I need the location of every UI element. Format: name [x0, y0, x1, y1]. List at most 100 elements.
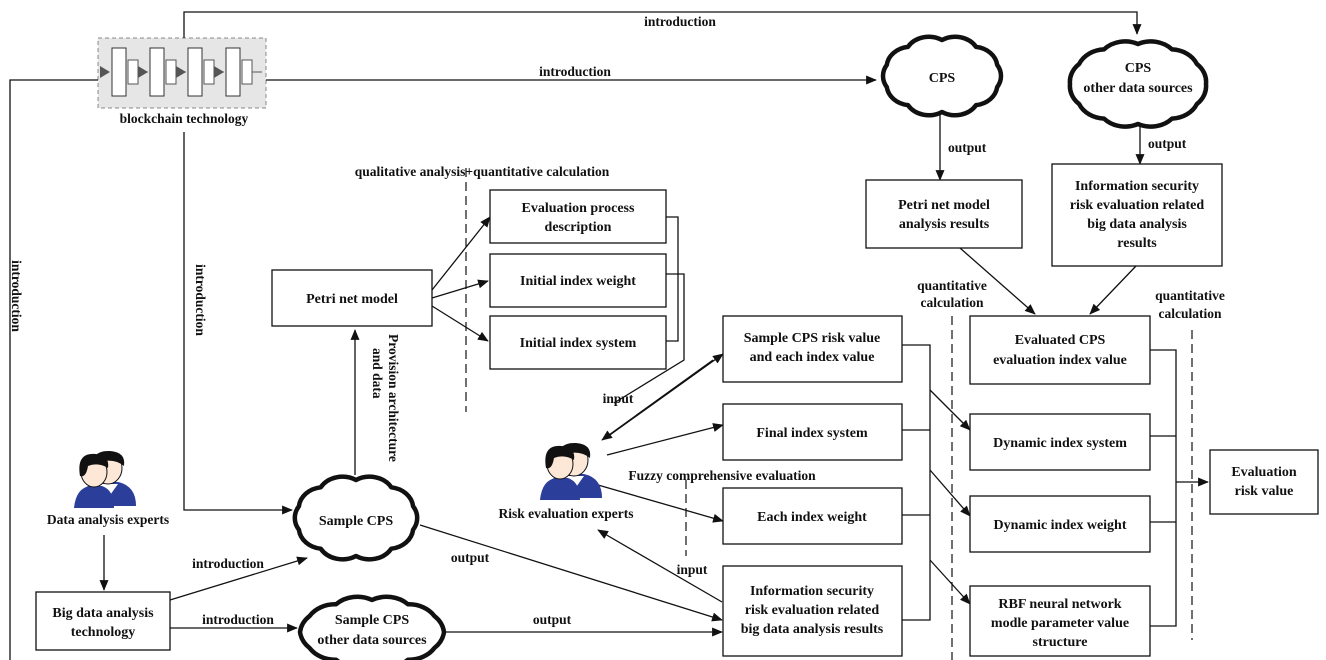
edge-petri-init-weight [431, 279, 489, 299]
svg-text:evaluation index value: evaluation index value [993, 353, 1127, 368]
box-eval-risk: Evaluation risk value [1209, 449, 1319, 515]
edge-to-dyn-system [929, 389, 971, 431]
risk-experts-label: Risk evaluation experts [499, 506, 634, 521]
box-info-sec-top: Information security risk evaluation rel… [1051, 163, 1223, 267]
edge-to-rbf [929, 559, 971, 605]
svg-text:results: results [1117, 236, 1157, 251]
svg-text:Initial index weight: Initial index weight [520, 274, 636, 289]
svg-text:modle parameter value: modle parameter value [991, 616, 1129, 631]
edge-intro-mid [183, 132, 293, 515]
box-rbf: RBF neural network modle parameter value… [969, 585, 1151, 657]
edge-merge-b [613, 273, 685, 404]
edge-evaluated-merge [1150, 349, 1177, 627]
cloud-cps-label: CPS [929, 71, 956, 86]
box-eval-process: Evaluation process description [489, 189, 667, 244]
box-init-weight: Initial index weight [489, 253, 667, 308]
edge-intro-left [9, 79, 98, 660]
box-petri-results: Petri net model analysis results [865, 179, 1023, 249]
svg-text:and each index value: and each index value [750, 350, 875, 365]
svg-text:Evaluation: Evaluation [1231, 465, 1297, 480]
svg-text:Information security: Information security [750, 584, 874, 599]
svg-text:Information security: Information security [1075, 179, 1199, 194]
svg-text:Petri net model: Petri net model [306, 292, 398, 307]
edge-petri-init-system [431, 305, 489, 342]
label-qual-quant: qualitative analysis+quantitative calcul… [355, 164, 610, 179]
svg-text:Dynamic index weight: Dynamic index weight [994, 518, 1127, 533]
edge-expert-final [606, 423, 724, 456]
cloud-cps: CPS [880, 34, 1004, 118]
edge-output-sample-cps [419, 524, 723, 622]
box-evaluated-cps: Evaluated CPS evaluation index value [969, 315, 1151, 385]
dashed-separators [465, 168, 1193, 660]
svg-text:Dynamic index system: Dynamic index system [993, 436, 1127, 451]
svg-text:description: description [545, 220, 612, 235]
edges [9, 11, 1209, 660]
label-provision-2: and data [370, 348, 385, 399]
svg-text:big data analysis results: big data analysis results [741, 622, 884, 637]
edge-sample-risk-merge [902, 344, 931, 621]
svg-text:Each index weight: Each index weight [757, 510, 867, 525]
svg-text:risk value: risk value [1235, 484, 1294, 499]
label-intro-top: introduction [644, 14, 716, 29]
box-init-system: Initial index system [489, 315, 667, 370]
blockchain-caption: blockchain technology [120, 111, 249, 126]
label-quant-1-line2: calculation [921, 295, 984, 310]
label-output-cps: output [948, 140, 987, 155]
label-input-upper: input [603, 391, 634, 406]
label-output-sample-other: output [533, 612, 572, 627]
cloud-sample-cps: Sample CPS [292, 474, 420, 562]
label-quant-2-line1: quantitative [1155, 288, 1225, 303]
cloud-sample-other-label-2: other data sources [317, 633, 427, 648]
edge-info-sec-top [1089, 265, 1137, 315]
cloud-sample-other: Sample CPS other data sources [297, 594, 447, 660]
box-final-system: Final index system [722, 403, 903, 461]
svg-text:Evaluated CPS: Evaluated CPS [1015, 333, 1106, 348]
box-big-data-tech: Big data analysis technology [35, 591, 171, 651]
box-petri-model: Petri net model [271, 269, 433, 327]
svg-text:analysis results: analysis results [899, 217, 990, 232]
person-icon [540, 442, 602, 500]
label-intro-cps: introduction [539, 64, 611, 79]
svg-text:Sample CPS risk value: Sample CPS risk value [744, 331, 881, 346]
box-dyn-system: Dynamic index system [969, 413, 1151, 471]
edge-expert-weight [597, 484, 724, 523]
svg-text:risk evaluation related: risk evaluation related [745, 603, 880, 618]
box-info-sec-bottom: Information security risk evaluation rel… [722, 565, 903, 657]
edge-intro-top [183, 11, 1142, 38]
data-experts-label: Data analysis experts [47, 512, 169, 527]
label-output-sample-cps: output [451, 550, 490, 565]
edge-petri-eval-process [431, 216, 491, 291]
edge-merge-a [666, 216, 679, 342]
cloud-sample-other-label-1: Sample CPS [335, 613, 410, 628]
box-each-weight: Each index weight [722, 487, 903, 545]
svg-text:risk evaluation related: risk evaluation related [1070, 198, 1205, 213]
svg-text:big data analysis: big data analysis [1087, 217, 1187, 232]
box-dyn-weight: Dynamic index weight [969, 495, 1151, 553]
svg-text:Petri net model: Petri net model [898, 198, 990, 213]
edge-to-dyn-weight [929, 469, 971, 517]
cloud-cps-other-label-2: other data sources [1083, 81, 1193, 96]
svg-text:technology: technology [71, 625, 136, 640]
label-output-cps-other: output [1148, 136, 1187, 151]
label-intro-mid-vertical: introduction [193, 264, 208, 336]
edge-input-lower [597, 529, 723, 603]
svg-text:Evaluation process: Evaluation process [522, 201, 635, 216]
person-icon [74, 450, 136, 508]
label-quant-1-line1: quantitative [917, 278, 987, 293]
label-intro-left-vertical: introduction [9, 260, 24, 332]
svg-text:structure: structure [1033, 635, 1088, 650]
label-provision-1: Provision architecture [386, 334, 401, 462]
cloud-sample-cps-label: Sample CPS [319, 514, 394, 529]
edge-petri-results [959, 247, 1036, 315]
label-quant-2-line2: calculation [1159, 306, 1222, 321]
blockchain-icon [97, 37, 267, 109]
svg-text:RBF neural network: RBF neural network [998, 597, 1121, 612]
edge-intro-sample-cps [169, 556, 308, 601]
label-fuzzy: Fuzzy comprehensive evaluation [628, 468, 816, 483]
label-intro-sample-cps: introduction [192, 556, 264, 571]
svg-text:Final index system: Final index system [756, 426, 868, 441]
label-input-lower: input [677, 562, 708, 577]
svg-text:Big data analysis: Big data analysis [52, 606, 154, 621]
edge-input-upper-back [601, 359, 714, 441]
